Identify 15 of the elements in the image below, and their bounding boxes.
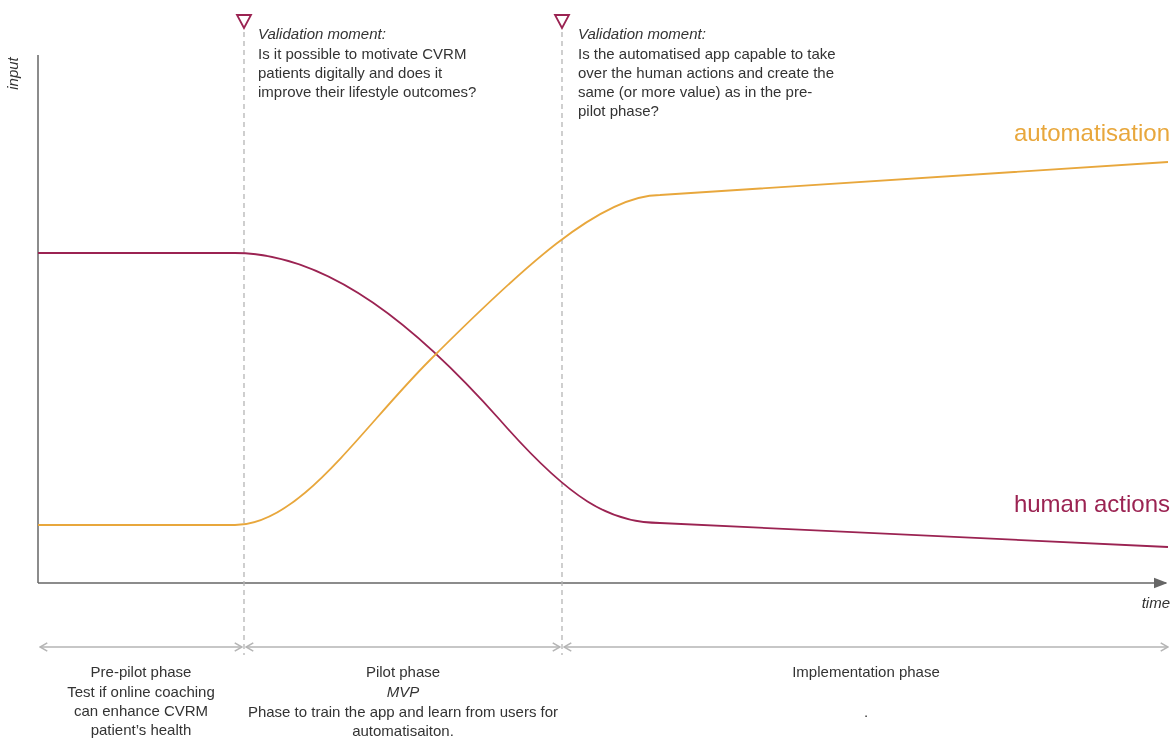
phase-title: Pre-pilot phase [89, 662, 193, 681]
phase-subtitle: MVP [385, 682, 421, 701]
phase-note: . [862, 702, 870, 721]
phase-title: Implementation phase [791, 662, 941, 681]
curve-label: automatisation [1012, 118, 1170, 148]
axis-label: time [1140, 593, 1170, 612]
phase-description: Test if online coaching can enhance CVRM patient’s health [66, 682, 216, 739]
curve-label: human actions [1012, 489, 1170, 519]
axis-label: input [2, 57, 22, 90]
validation-question: Is it possible to motivate CVRM patients digitally and does it improve their lifestyle outcomes? [258, 44, 478, 101]
validation-heading: Validation moment: [258, 24, 387, 43]
validation-heading: Validation moment: [578, 24, 707, 43]
validation-question: Is the automatised app capable to take over the human actions and create the same (or more value) as in the pre-pilot phase? [578, 44, 837, 120]
phase-description: Phase to train the app and learn from users for automatisaiton. [246, 702, 560, 740]
phase-title: Pilot phase [364, 662, 442, 681]
